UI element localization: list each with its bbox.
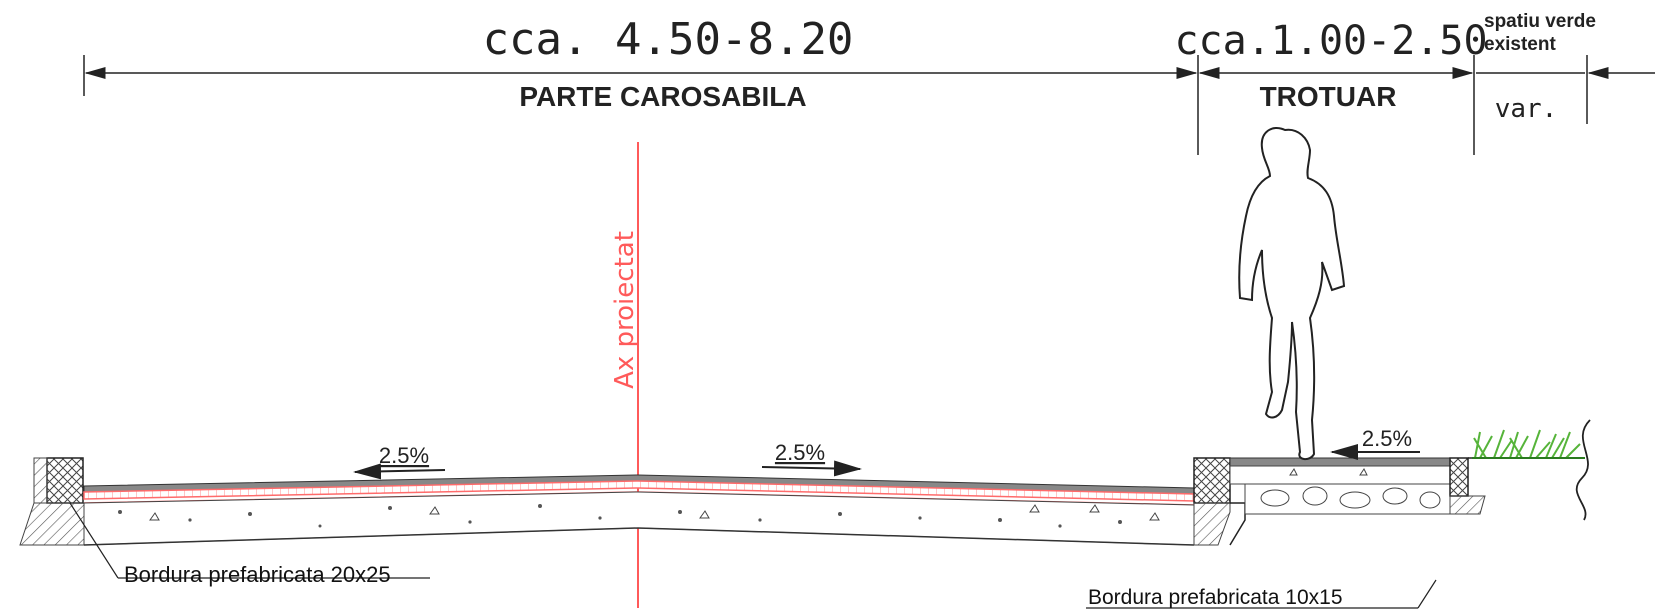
sidewalk-surface: [1229, 457, 1451, 467]
pedestrian-icon: [1238, 127, 1346, 460]
left-curb: [46, 457, 84, 504]
slope-sidewalk-label: 2.5%: [1362, 426, 1412, 451]
left-curb-note: Bordura prefabricata 20x25: [124, 562, 391, 587]
grass-illustration: [1472, 429, 1585, 459]
green-space-label-line2: existent: [1484, 34, 1556, 55]
sidewalk-width-text: cca.1.00-2.50: [1174, 18, 1487, 64]
slope-arrow-left: [353, 463, 446, 480]
green-width-text: var.: [1495, 94, 1558, 124]
right-curb-note: Bordura prefabricata 10x15: [1088, 586, 1343, 609]
break-line: [1575, 419, 1591, 521]
right-curb-leader: [1417, 579, 1437, 609]
roadway-label: PARTE CAROSABILA: [519, 81, 806, 112]
slope-arrow-right: [761, 460, 862, 477]
green-space-label-line1: spatiu verde: [1484, 11, 1596, 32]
sidewalk-edge-curb: [1449, 457, 1469, 497]
right-road-curb: [1193, 457, 1231, 504]
sidewalk-label: TROTUAR: [1260, 81, 1397, 112]
road-structure: [19, 457, 1486, 546]
dimension-lines: [83, 55, 1655, 155]
slope-right-label: 2.5%: [775, 440, 825, 465]
slope-left-label: 2.5%: [379, 443, 429, 468]
left-curb-leader: [69, 502, 119, 579]
sidewalk-ballast: [1244, 483, 1451, 515]
sidewalk-base: [1229, 465, 1451, 485]
project-axis-label: Ax proiectat: [610, 231, 640, 389]
roadway-width-text: cca. 4.50-8.20: [483, 14, 854, 65]
